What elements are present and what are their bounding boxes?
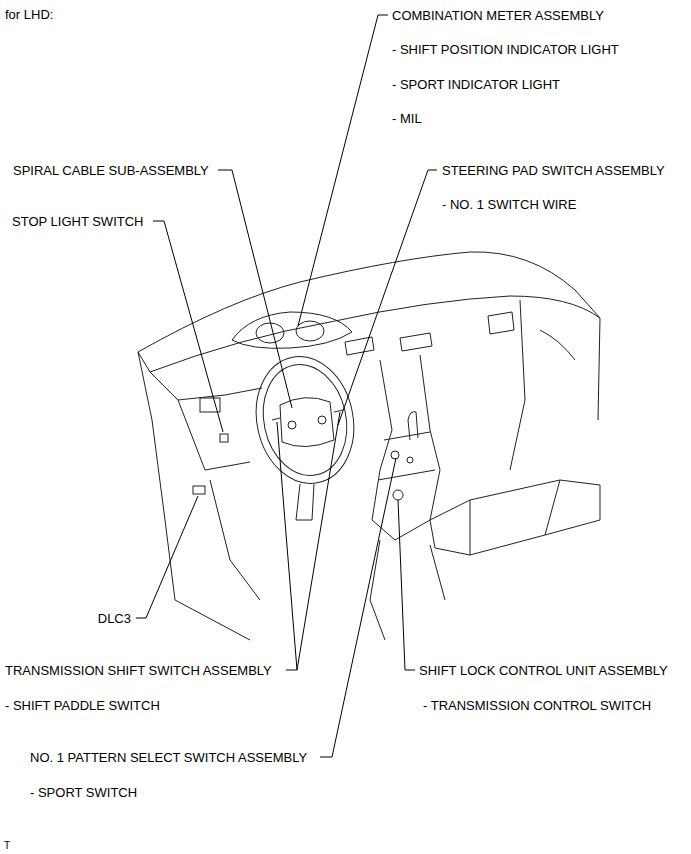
dash-front-edge [150,296,600,372]
callout-label: DLC3 [98,612,131,625]
callout-label: SHIFT LOCK CONTROL UNIT ASSEMBLY [419,664,668,677]
shift-lever [408,412,418,440]
callout-label: - SPORT SWITCH [30,786,137,799]
callout-label: STEERING PAD SWITCH ASSEMBLY [442,164,665,177]
callout-label: TRANSMISSION SHIFT SWITCH ASSEMBLY [5,664,272,677]
paddle [272,410,343,420]
console-switch [391,451,399,459]
callout-label: - SHIFT POSITION INDICATOR LIGHT [392,43,619,56]
console-lower [370,540,445,640]
center-vent [400,333,432,351]
steering-pad [280,398,334,447]
center-vent [345,337,374,355]
callout-label: - TRANSMISSION CONTROL SWITCH [423,699,651,712]
callout-label: STOP LIGHT SWITCH [12,215,143,228]
callout-label: COMBINATION METER ASSEMBLY [392,9,604,22]
dash-back-edge [138,252,575,352]
leader-line [153,221,223,432]
armrest-edges [470,480,560,555]
steering-wheel [245,347,366,492]
console-switch [393,490,403,500]
pad-switch [318,416,326,424]
leader-lines [136,15,437,757]
leader-line [277,412,340,670]
dlc3-connector [193,486,205,494]
left-pillar [138,352,205,600]
callout-label: SPIRAL CABLE SUB-ASSEMBLY [13,164,209,177]
console-panel [378,432,435,480]
callout-label: T [4,841,10,851]
callout-label: for LHD: [5,8,53,21]
stop-light-switch [220,434,228,442]
floor [175,480,260,640]
lower-dash-left [178,388,262,470]
console-switch [407,457,413,463]
callout-label: NO. 1 PATTERN SELECT SWITCH ASSEMBLY [30,751,307,764]
pad-switch [288,421,296,429]
steering-wheel-inner [253,357,356,484]
callout-label: - SHIFT PADDLE SWITCH [5,699,160,712]
right-dash [510,300,600,470]
steering-column [296,484,314,520]
callout-label: - NO. 1 SWITCH WIRE [442,198,576,211]
leader-line [338,170,437,425]
meter-dial [256,323,284,343]
callout-label: - MIL [392,112,422,125]
leader-line [298,15,388,326]
armrest [430,480,600,555]
right-vent [488,312,514,334]
leader-line [320,458,396,757]
leader-line [218,170,292,408]
dash-ends [138,290,600,372]
center-console [372,355,440,540]
callout-label: - SPORT INDICATOR LIGHT [392,78,560,91]
meter-hood [232,312,352,348]
leader-line [136,496,198,618]
leader-line [398,500,415,670]
meter-dial [296,321,324,341]
